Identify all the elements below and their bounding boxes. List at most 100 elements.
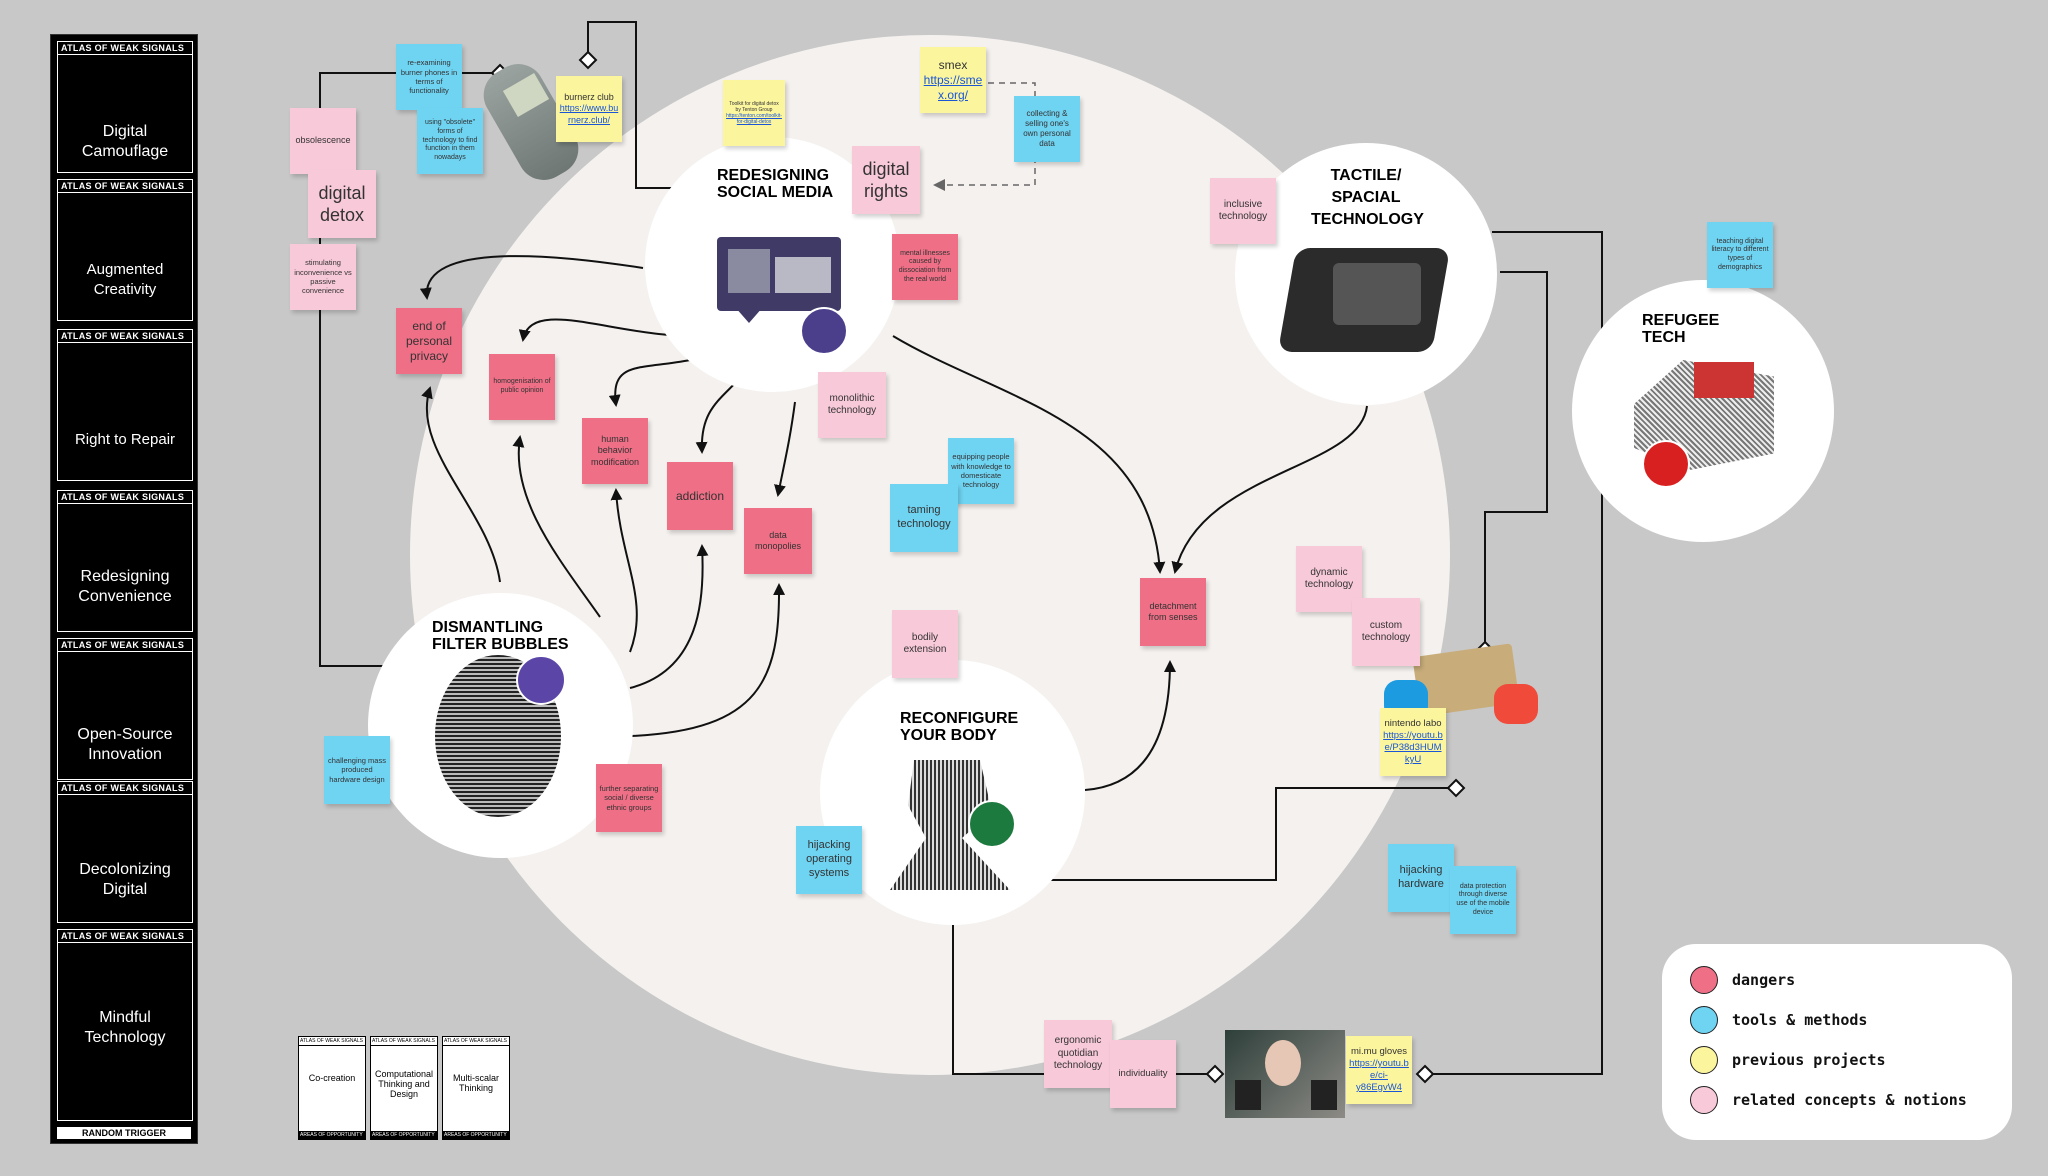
legend-dot — [1690, 1006, 1718, 1034]
signal-card[interactable]: ATLAS OF WEAK SIGNALS Open-Source Innovat… — [57, 638, 193, 780]
card-title: Open-Source Innovation — [77, 726, 173, 763]
topic-redesigning-social-media[interactable]: REDESIGNING SOCIAL MEDIA — [645, 137, 900, 392]
sticker-badge — [800, 307, 848, 355]
note-inclusive-technology[interactable]: inclusive technology — [1210, 178, 1276, 244]
note-challenging-hardware[interactable]: challenging mass produced hardware desig… — [324, 736, 390, 804]
social-media-image-tail — [735, 307, 763, 323]
note-text: teaching digital literacy to different t… — [1711, 237, 1769, 271]
refugee-roof-panels — [1694, 362, 1754, 398]
card-header: ATLAS OF WEAK SIGNALS — [58, 639, 192, 652]
topic-title: REDESIGNING SOCIAL MEDIA — [717, 167, 834, 201]
note-obsolescence[interactable]: obsolescence — [290, 108, 356, 174]
note-human-behavior[interactable]: human behavior modification — [582, 418, 648, 484]
note-individuality[interactable]: individuality — [1110, 1040, 1176, 1108]
note-text: hijacking operating systems — [806, 839, 852, 879]
line-tactile-to-nintendo — [1484, 271, 1548, 650]
topic-title: REFUGEE TECH — [1642, 312, 1720, 346]
legend-dot — [1690, 966, 1718, 994]
note-teaching-digital-literacy[interactable]: teaching digital literacy to different t… — [1707, 222, 1773, 288]
topic-dismantling-filter-bubbles[interactable]: DISMANTLING FILTER BUBBLES — [368, 593, 633, 858]
note-toolkit[interactable]: Toolkit for digital detox by Tenton Grou… — [723, 80, 785, 146]
mimu-link[interactable]: https://youtu.be/ci-y86EgvW4 — [1349, 1058, 1409, 1093]
mini-card-footer: AREAS OF OPPORTUNITY — [443, 1131, 509, 1139]
line-burnerz-to-social — [587, 21, 700, 189]
note-text: data protection through diverse use of t… — [1456, 882, 1510, 916]
note-hijacking-operating-systems[interactable]: hijacking operating systems — [796, 826, 862, 894]
note-homogenisation[interactable]: homogenisation of public opinion — [489, 354, 555, 420]
note-taming-technology[interactable]: taming technology — [890, 484, 958, 552]
mimu-gloves-photo — [1225, 1030, 1345, 1118]
tactile-device-pad — [1333, 263, 1421, 325]
topic-title: RECONFIGURE YOUR BODY — [900, 710, 1019, 744]
topic-title: DISMANTLING FILTER BUBBLES — [432, 619, 569, 653]
note-mental-illnesses[interactable]: mental illnesses caused by dissociation … — [892, 234, 958, 300]
note-dynamic-technology[interactable]: dynamic technology — [1296, 546, 1362, 612]
opportunity-card[interactable]: ATLAS OF WEAK SIGNALS Co-creation AREAS … — [298, 1036, 366, 1140]
note-text: equipping people with knowledge to domes… — [951, 452, 1011, 490]
note-bodily-extension[interactable]: bodily extension — [892, 610, 958, 678]
note-custom-technology[interactable]: custom technology — [1352, 598, 1420, 666]
topic-reconfigure-your-body[interactable]: RECONFIGURE YOUR BODY — [820, 660, 1085, 925]
note-collecting-data[interactable]: collecting & selling one's own personal … — [1014, 96, 1080, 162]
note-hijacking-hardware[interactable]: hijacking hardware — [1388, 844, 1454, 912]
note-text: burnerz club — [564, 92, 614, 103]
note-data-monopolies[interactable]: data monopolies — [744, 508, 812, 574]
opportunity-card[interactable]: ATLAS OF WEAK SIGNALS Multi-scalar Think… — [442, 1036, 510, 1140]
topic-tactile-spacial-technology[interactable]: TACTILE/ SPACIAL TECHNOLOGY — [1235, 143, 1497, 405]
smex-link[interactable]: https://smex.org/ — [923, 72, 983, 102]
joycon-red — [1494, 684, 1538, 724]
legend-label: dangers — [1732, 971, 1796, 989]
social-media-image-panel — [775, 257, 831, 293]
toolkit-link[interactable]: https://tenton.com/toolkit-for-digital-d… — [726, 113, 782, 126]
note-text: data monopolies — [754, 529, 802, 551]
note-text: challenging mass produced hardware desig… — [328, 755, 386, 784]
note-obsolete-forms[interactable]: using "obsolete" forms of technology to … — [417, 108, 483, 174]
note-detachment-from-senses[interactable]: detachment from senses — [1140, 578, 1206, 646]
note-end-of-personal-privacy[interactable]: end of personal privacy — [396, 308, 462, 374]
note-further-separating[interactable]: further separating social / diverse ethn… — [596, 764, 662, 832]
note-text: inclusive technology — [1218, 198, 1268, 223]
note-text: stimulating inconvenience vs passive con… — [294, 258, 352, 296]
nintendo-link[interactable]: https://youtu.be/P38d3HUMkyU — [1383, 730, 1443, 765]
note-text: homogenisation of public opinion — [493, 378, 551, 394]
note-digital-detox[interactable]: digital detox — [308, 170, 376, 238]
note-equipping-people[interactable]: equipping people with knowledge to domes… — [948, 438, 1014, 504]
legend-label: previous projects — [1732, 1051, 1886, 1069]
opportunity-card[interactable]: ATLAS OF WEAK SIGNALS Computational Thin… — [370, 1036, 438, 1140]
note-digital-rights[interactable]: digital rights — [852, 146, 920, 214]
note-ergonomic-technology[interactable]: ergonomic quotidian technology — [1044, 1020, 1112, 1088]
note-monolithic-technology[interactable]: monolithic technology — [818, 372, 886, 438]
random-trigger-label[interactable]: RANDOM TRIGGER — [57, 1127, 191, 1139]
note-data-protection[interactable]: data protection through diverse use of t… — [1450, 866, 1516, 934]
topic-refugee-tech[interactable]: REFUGEE TECH — [1572, 280, 1834, 542]
note-text: further separating social / diverse ethn… — [599, 783, 659, 812]
social-media-image-panel — [728, 249, 770, 293]
burnerz-link[interactable]: https://www.burnerz.club/ — [559, 103, 619, 125]
note-text: Toolkit for digital detox by Tenton Grou… — [729, 100, 779, 113]
card-header: ATLAS OF WEAK SIGNALS — [58, 930, 192, 943]
note-text: nintendo labo — [1384, 718, 1442, 730]
note-text: obsolescence — [295, 135, 351, 146]
note-addiction[interactable]: addiction — [667, 462, 733, 530]
photo-glove-left — [1235, 1080, 1261, 1110]
sticker-badge — [1642, 440, 1690, 488]
note-text: digital detox — [318, 182, 366, 226]
legend-item-dangers: dangers — [1690, 966, 1795, 994]
note-stimulating-inconvenience[interactable]: stimulating inconvenience vs passive con… — [290, 244, 356, 310]
legend-dot — [1690, 1086, 1718, 1114]
note-reexamining-burner-phones[interactable]: re-examining burner phones in terms of f… — [396, 44, 462, 110]
line-body-to-nintendo — [1050, 787, 1456, 881]
legend: dangers tools & methods previous project… — [1662, 944, 2012, 1140]
